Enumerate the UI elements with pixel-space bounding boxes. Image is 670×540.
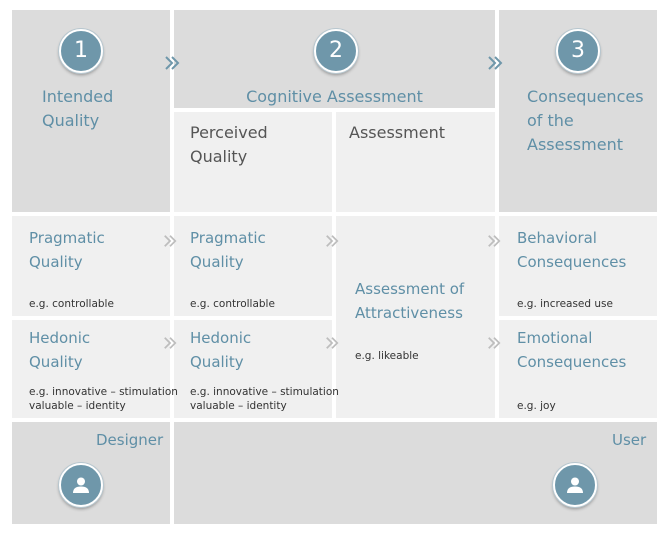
user-person-icon xyxy=(553,463,597,507)
consequences-title: Consequences of the Assessment xyxy=(527,87,644,154)
intended-pragmatic-title: Pragmatic Quality xyxy=(29,229,105,271)
perceived-quality-header xyxy=(174,112,332,212)
perceived-pragmatic-example: e.g. controllable xyxy=(190,298,275,310)
perceived-hedonic-title: Hedonic Quality xyxy=(190,329,252,371)
attractiveness-title: Assessment of Attractiveness xyxy=(355,280,465,322)
perceived-quality-label: Perceived Quality xyxy=(190,123,268,166)
behavioral-cell xyxy=(499,216,657,316)
assessment-label: Assessment xyxy=(349,123,445,142)
double-chevron-right-icon xyxy=(488,337,501,349)
emotional-example: e.g. joy xyxy=(517,400,556,412)
double-chevron-right-icon xyxy=(164,337,177,349)
assessment-header xyxy=(336,112,495,212)
perceived-pragmatic-title: Pragmatic Quality xyxy=(190,229,266,271)
designer-label: Designer xyxy=(96,431,164,449)
intended-quality-title: Intended Quality xyxy=(42,87,114,130)
cognitive-assessment-title: Cognitive Assessment xyxy=(246,87,423,106)
perceived-hedonic-example: e.g. innovative – stimulation valuable –… xyxy=(190,386,339,412)
emotional-cell xyxy=(499,320,657,418)
behavioral-example: e.g. increased use xyxy=(517,298,613,310)
double-chevron-right-icon xyxy=(326,337,339,349)
double-chevron-right-icon xyxy=(165,56,180,70)
double-chevron-right-icon xyxy=(488,56,503,70)
intended-hedonic-example: e.g. innovative – stimulation valuable –… xyxy=(29,386,178,412)
step-2-badge: 2 xyxy=(314,29,358,73)
double-chevron-right-icon xyxy=(488,235,501,247)
step-3-badge: 3 xyxy=(556,29,600,73)
step-1-badge: 1 xyxy=(59,29,103,73)
user-label: User xyxy=(612,431,647,449)
intended-hedonic-title: Hedonic Quality xyxy=(29,329,91,371)
behavioral-title: Behavioral Consequences xyxy=(517,229,627,271)
intended-pragmatic-cell xyxy=(12,216,170,316)
designer-person-icon xyxy=(59,463,103,507)
attractiveness-example: e.g. likeable xyxy=(355,350,419,362)
perceived-pragmatic-cell xyxy=(174,216,332,316)
double-chevron-right-icon xyxy=(164,235,177,247)
double-chevron-right-icon xyxy=(326,235,339,247)
intended-pragmatic-example: e.g. controllable xyxy=(29,298,114,310)
attractiveness-cell xyxy=(336,216,495,418)
perceived-hedonic-cell xyxy=(174,320,332,418)
emotional-title: Emotional Consequences xyxy=(517,329,627,371)
intended-hedonic-cell xyxy=(12,320,170,418)
